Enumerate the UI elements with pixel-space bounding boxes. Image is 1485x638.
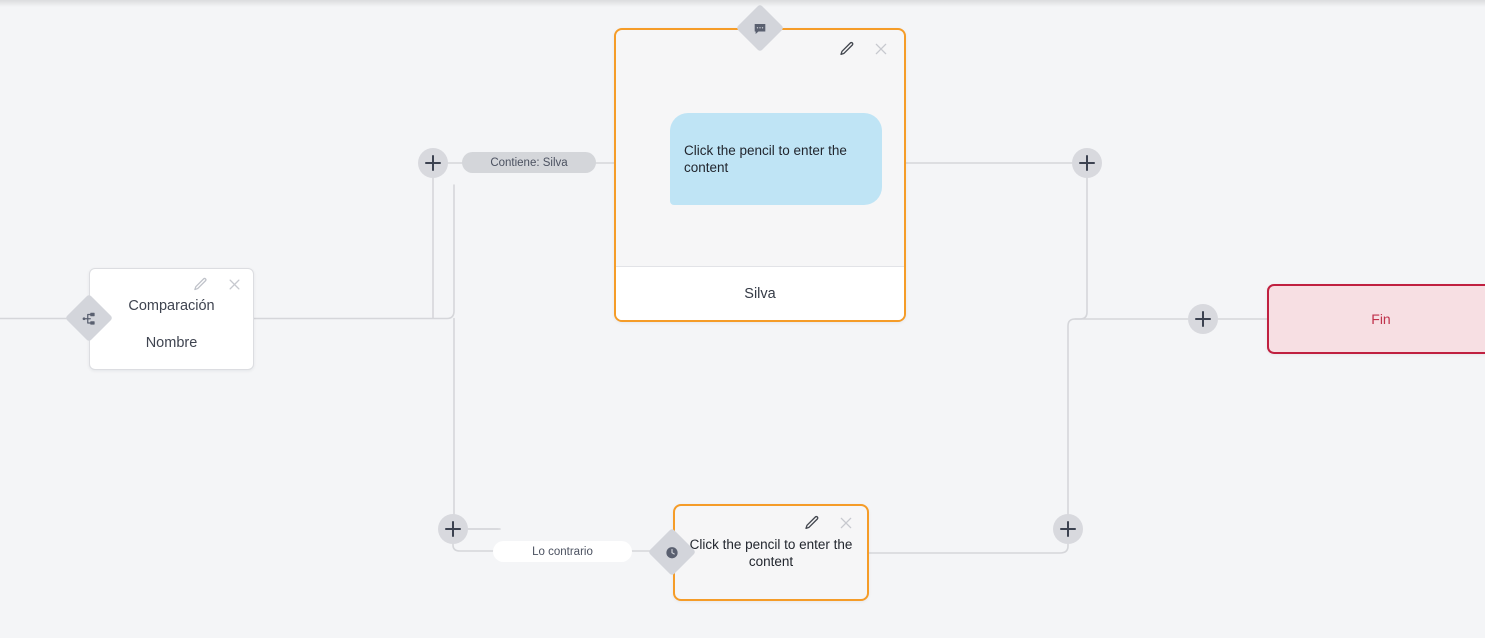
node-message-canvas: Click the pencil to enter the content <box>616 30 904 267</box>
comparison-branch-handle[interactable] <box>64 293 114 343</box>
wait-clock-handle[interactable] <box>647 527 697 577</box>
edge-merge-rail-up <box>1067 318 1189 515</box>
add-after-message-button[interactable] <box>1072 148 1102 178</box>
add-after-wait-button[interactable] <box>1053 514 1083 544</box>
pencil-icon[interactable] <box>803 514 821 532</box>
add-bottom-branch-button[interactable] <box>438 514 468 544</box>
node-comparison-actions <box>191 275 243 293</box>
node-message-bubble[interactable]: Click the pencil to enter the content <box>670 113 882 205</box>
close-icon[interactable] <box>872 40 890 58</box>
edge-cmp-to-top-branch <box>253 184 455 320</box>
edge-label-contiene-silva[interactable]: Contiene: Silva <box>462 152 596 173</box>
close-icon[interactable] <box>225 275 243 293</box>
edge-wait-to-plus <box>868 543 1069 554</box>
clock-icon <box>665 545 680 560</box>
node-comparison-subtitle: Nombre <box>145 334 198 351</box>
edge-label-lo-contrario[interactable]: Lo contrario <box>493 541 632 562</box>
node-wait-actions <box>803 514 855 532</box>
branch-icon <box>82 311 97 326</box>
chat-bubble-icon <box>753 21 768 36</box>
edge-plus-down-merge <box>1074 177 1088 320</box>
edge-cmp-to-bottom-branch <box>453 317 501 530</box>
add-before-end-button[interactable] <box>1188 304 1218 334</box>
node-comparison-title: Comparación <box>128 298 215 314</box>
edge-plus-bottom-stem <box>452 543 496 552</box>
pencil-icon[interactable] <box>191 275 209 293</box>
node-end-label: Fin <box>1371 311 1391 327</box>
node-message-footer: Silva <box>616 266 904 320</box>
node-comparison-body: Comparación Nombre <box>90 299 253 350</box>
pencil-icon[interactable] <box>838 40 856 58</box>
node-wait-text: Click the pencil to enter the content <box>689 537 853 570</box>
node-comparison[interactable]: Comparación Nombre <box>89 268 254 370</box>
close-icon[interactable] <box>837 514 855 532</box>
add-top-branch-button[interactable] <box>418 148 448 178</box>
message-chat-handle[interactable] <box>735 3 785 53</box>
node-wait[interactable]: Click the pencil to enter the content <box>673 504 869 601</box>
node-message[interactable]: Click the pencil to enter the content Si… <box>614 28 906 322</box>
node-end[interactable]: Fin <box>1267 284 1485 354</box>
node-message-actions <box>838 40 890 58</box>
